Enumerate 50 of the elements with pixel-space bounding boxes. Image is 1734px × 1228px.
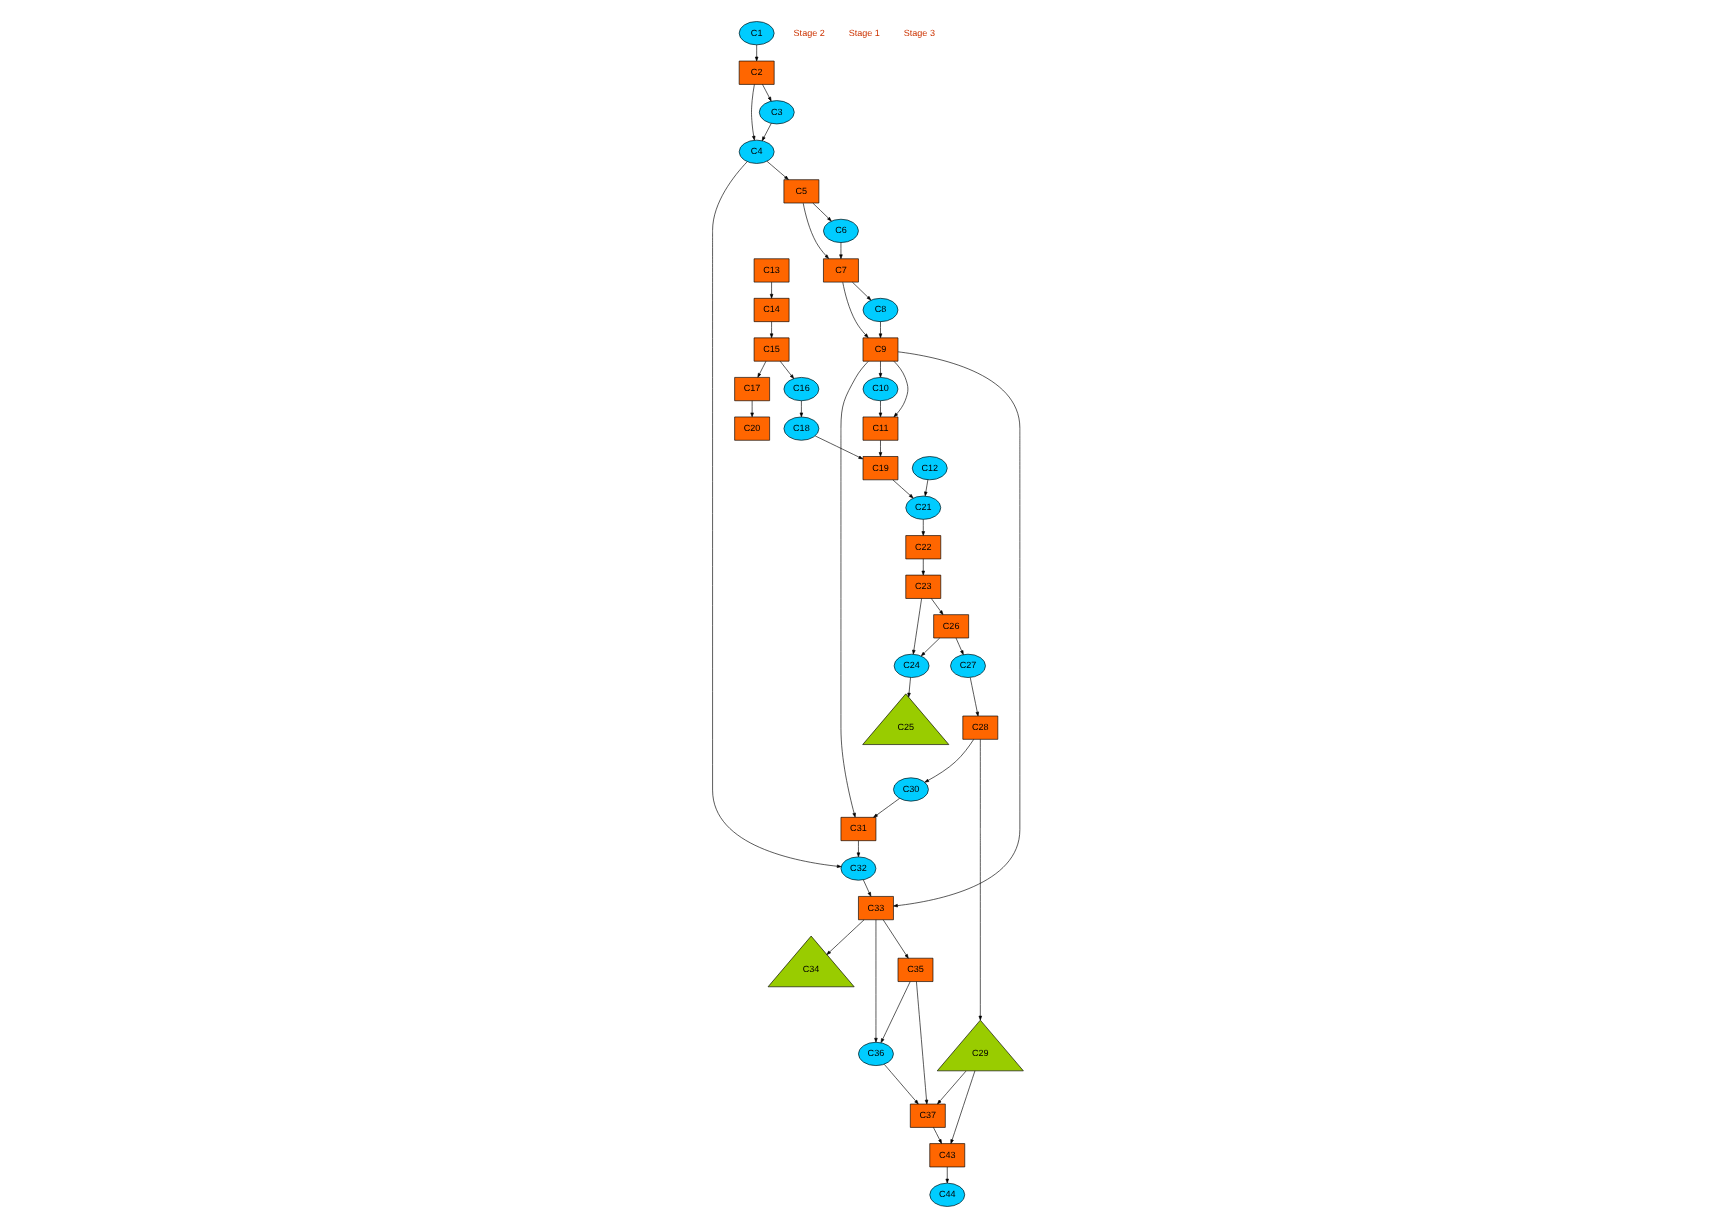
arrow: [879, 981, 910, 1043]
arrow: [761, 84, 771, 102]
arrow: [936, 1070, 966, 1105]
arrow: [923, 739, 974, 783]
arrow: [877, 400, 882, 418]
arrow: [872, 798, 899, 818]
arrow: [765, 161, 788, 180]
arrow: [923, 479, 928, 497]
arrow: [825, 919, 864, 955]
arrow: [839, 361, 868, 818]
arrow: [711, 161, 841, 868]
arrow: [892, 351, 1020, 908]
arrow: [756, 360, 766, 378]
arrow: [949, 1070, 975, 1144]
arrow: [801, 202, 828, 259]
arrow: [768, 321, 773, 339]
arrow: [977, 739, 981, 1021]
arrow: [891, 479, 913, 499]
arrow: [911, 598, 921, 655]
arrow: [841, 282, 868, 338]
arrow: [906, 677, 910, 698]
arrow: [768, 281, 773, 299]
arrow: [881, 919, 908, 959]
arrow: [778, 360, 794, 379]
arrow: [920, 558, 924, 576]
arrow: [920, 519, 924, 536]
arrow: [915, 981, 928, 1105]
arrow: [798, 400, 803, 418]
arrow: [882, 1063, 918, 1105]
arrow: [750, 84, 755, 141]
arrow: [862, 879, 871, 897]
arrow: [877, 360, 882, 378]
arrow: [968, 677, 978, 717]
arrow: [813, 435, 863, 460]
arrow: [838, 242, 842, 259]
arrow: [919, 637, 940, 657]
arrow: [855, 840, 860, 858]
arrow: [811, 202, 831, 222]
arrow: [877, 440, 882, 457]
arrow: [930, 598, 943, 615]
arrow: [954, 637, 963, 655]
arrow: [851, 281, 871, 301]
arrow: [877, 321, 882, 339]
arrow: [749, 400, 753, 418]
arrow: [944, 1166, 948, 1184]
arrow: [892, 360, 908, 418]
arrow: [873, 919, 877, 1043]
arrow: [932, 1127, 941, 1144]
arrow: [754, 44, 758, 62]
arrow: [760, 123, 771, 142]
